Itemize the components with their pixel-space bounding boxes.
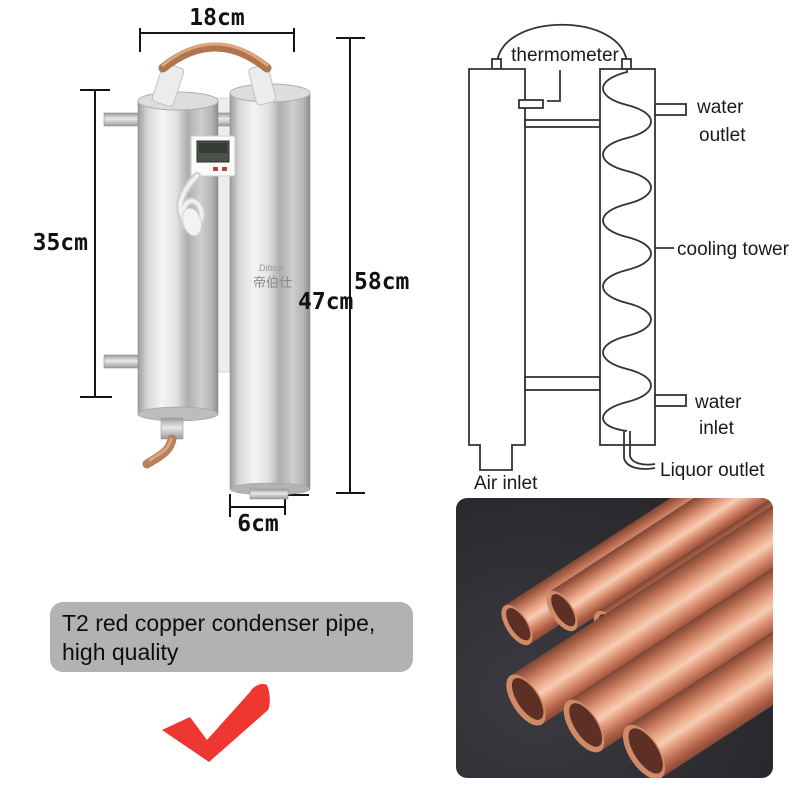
- diagram-coil: [602, 69, 652, 432]
- left-cylinder-top-stub: [103, 112, 141, 127]
- left-top-fitting: [151, 63, 185, 107]
- label-water-inlet-1: water: [694, 392, 742, 413]
- callout-line1: T2 red copper condenser pipe,: [62, 610, 376, 636]
- copper-pipe: [563, 498, 773, 753]
- diagram-probe-socket: [518, 99, 544, 109]
- left-cylinder-bottom-stub: [103, 354, 141, 369]
- condenser-diagram: thermometer water outlet cooling tower w…: [468, 24, 790, 494]
- probe-plug: [182, 207, 202, 237]
- right-cylinder: Dibosi 帝伯仕: [217, 83, 311, 500]
- dim-top-width: 18cm: [189, 5, 244, 31]
- brand-latin: Dibosi: [259, 263, 285, 273]
- diagram-arc-pipe: [496, 24, 628, 64]
- checkmark-icon: [162, 683, 270, 762]
- copper-arc-tube: [158, 42, 272, 73]
- label-water-outlet-1: water: [696, 97, 744, 118]
- bottom-nozzle: [249, 488, 289, 500]
- diagram-left-tower: [468, 68, 526, 471]
- label-water-inlet-2: inlet: [699, 418, 735, 439]
- label-thermometer: thermometer: [511, 45, 619, 66]
- condenser-photo: Dibosi 帝伯仕 18cm 35cm 47cm 58cm 6cm: [33, 5, 410, 537]
- diagram-water-inlet-pipe: [654, 394, 687, 407]
- copper-pipe: [506, 498, 773, 726]
- diagram-bottom-pipe: [524, 376, 601, 391]
- callout-line2: high quality: [62, 639, 179, 665]
- diagram-left-connector: [491, 58, 502, 70]
- dim-left-height: 35cm: [33, 230, 88, 256]
- brand-cjk: 帝伯仕: [253, 275, 292, 290]
- copper-pipe: [622, 498, 773, 778]
- dim-bottom-width: 6cm: [237, 511, 279, 537]
- quality-callout: T2 red copper condenser pipe, high quali…: [50, 602, 413, 672]
- dim-inner-height: 47cm: [298, 289, 353, 315]
- diagram-top-plate: [524, 119, 601, 128]
- diagram-water-outlet-pipe: [654, 103, 687, 116]
- copper-pipe: [546, 498, 773, 632]
- diagram-right-connector: [621, 58, 632, 70]
- label-cooling-tower: cooling tower: [677, 239, 790, 260]
- diagram-thermometer-probe: [547, 70, 561, 102]
- thermometer-controller: [190, 135, 236, 177]
- label-liquor-outlet: Liquor outlet: [660, 460, 765, 481]
- copper-pipes-photo: [456, 498, 773, 778]
- label-water-outlet-2: outlet: [699, 125, 746, 146]
- dim-total-height: 58cm: [354, 269, 409, 295]
- checkmark-shape: [162, 683, 270, 762]
- diagram-cooling-tower: [599, 68, 656, 446]
- diagram-liquor-tube: [623, 431, 656, 470]
- label-air-inlet: Air inlet: [474, 473, 538, 494]
